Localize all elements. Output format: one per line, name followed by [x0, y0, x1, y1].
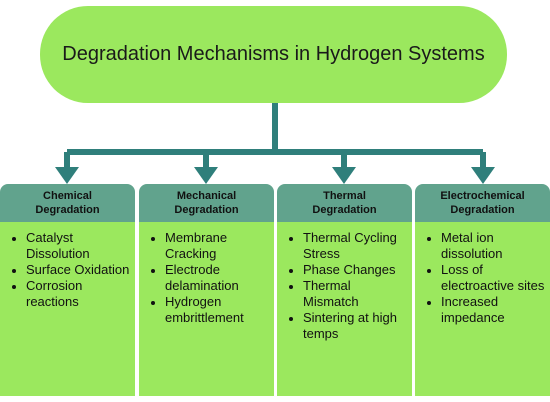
category-header: Thermal Degradation: [277, 184, 412, 222]
bullet-list: Membrane Cracking Electrode delamination…: [153, 230, 270, 326]
list-item: Metal ion dissolution: [441, 230, 546, 262]
list-item: Thermal Mismatch: [303, 278, 408, 310]
category-title-line2: Degradation: [312, 204, 377, 216]
arrow-head-2: [194, 167, 218, 184]
category-title-line2: Degradation: [174, 204, 239, 216]
category-title-line1: Mechanical: [176, 190, 237, 202]
root-title: Degradation Mechanisms in Hydrogen Syste…: [62, 43, 485, 65]
category-title-line1: Thermal: [323, 190, 366, 202]
list-item: Thermal Cycling Stress: [303, 230, 408, 262]
arrow-head-4: [471, 167, 495, 184]
arrow-head-3: [332, 167, 356, 184]
category-title-line1: Electrochemical: [440, 190, 525, 202]
category-card-mechanical: Mechanical Degradation Membrane Cracking…: [139, 184, 274, 396]
category-header: Mechanical Degradation: [139, 184, 274, 222]
bullet-list: Catalyst Dissolution Surface Oxidation C…: [14, 230, 131, 310]
arrow-head-1: [55, 167, 79, 184]
root-node: Degradation Mechanisms in Hydrogen Syste…: [40, 6, 507, 103]
category-card-electrochemical: Electrochemical Degradation Metal ion di…: [415, 184, 550, 396]
category-body: Membrane Cracking Electrode delamination…: [139, 222, 274, 396]
category-card-thermal: Thermal Degradation Thermal Cycling Stre…: [277, 184, 412, 396]
bullet-list: Thermal Cycling Stress Phase Changes The…: [291, 230, 408, 342]
category-title-line1: Chemical: [43, 190, 92, 202]
list-item: Membrane Cracking: [165, 230, 270, 262]
list-item: Catalyst Dissolution: [26, 230, 131, 262]
list-item: Loss of electroactive sites: [441, 262, 546, 294]
bullet-list: Metal ion dissolution Loss of electroact…: [429, 230, 546, 326]
category-body: Metal ion dissolution Loss of electroact…: [415, 222, 550, 396]
list-item: Phase Changes: [303, 262, 408, 278]
category-body: Thermal Cycling Stress Phase Changes The…: [277, 222, 412, 396]
list-item: Sintering at high temps: [303, 310, 408, 342]
category-card-chemical: Chemical Degradation Catalyst Dissolutio…: [0, 184, 135, 396]
category-body: Catalyst Dissolution Surface Oxidation C…: [0, 222, 135, 396]
category-title-line2: Degradation: [35, 204, 100, 216]
category-header: Chemical Degradation: [0, 184, 135, 222]
list-item: Surface Oxidation: [26, 262, 131, 278]
list-item: Corrosion reactions: [26, 278, 131, 310]
list-item: Electrode delamination: [165, 262, 270, 294]
category-header: Electrochemical Degradation: [415, 184, 550, 222]
category-title-line2: Degradation: [450, 204, 515, 216]
list-item: Hydrogen embrittlement: [165, 294, 270, 326]
list-item: Increased impedance: [441, 294, 546, 326]
